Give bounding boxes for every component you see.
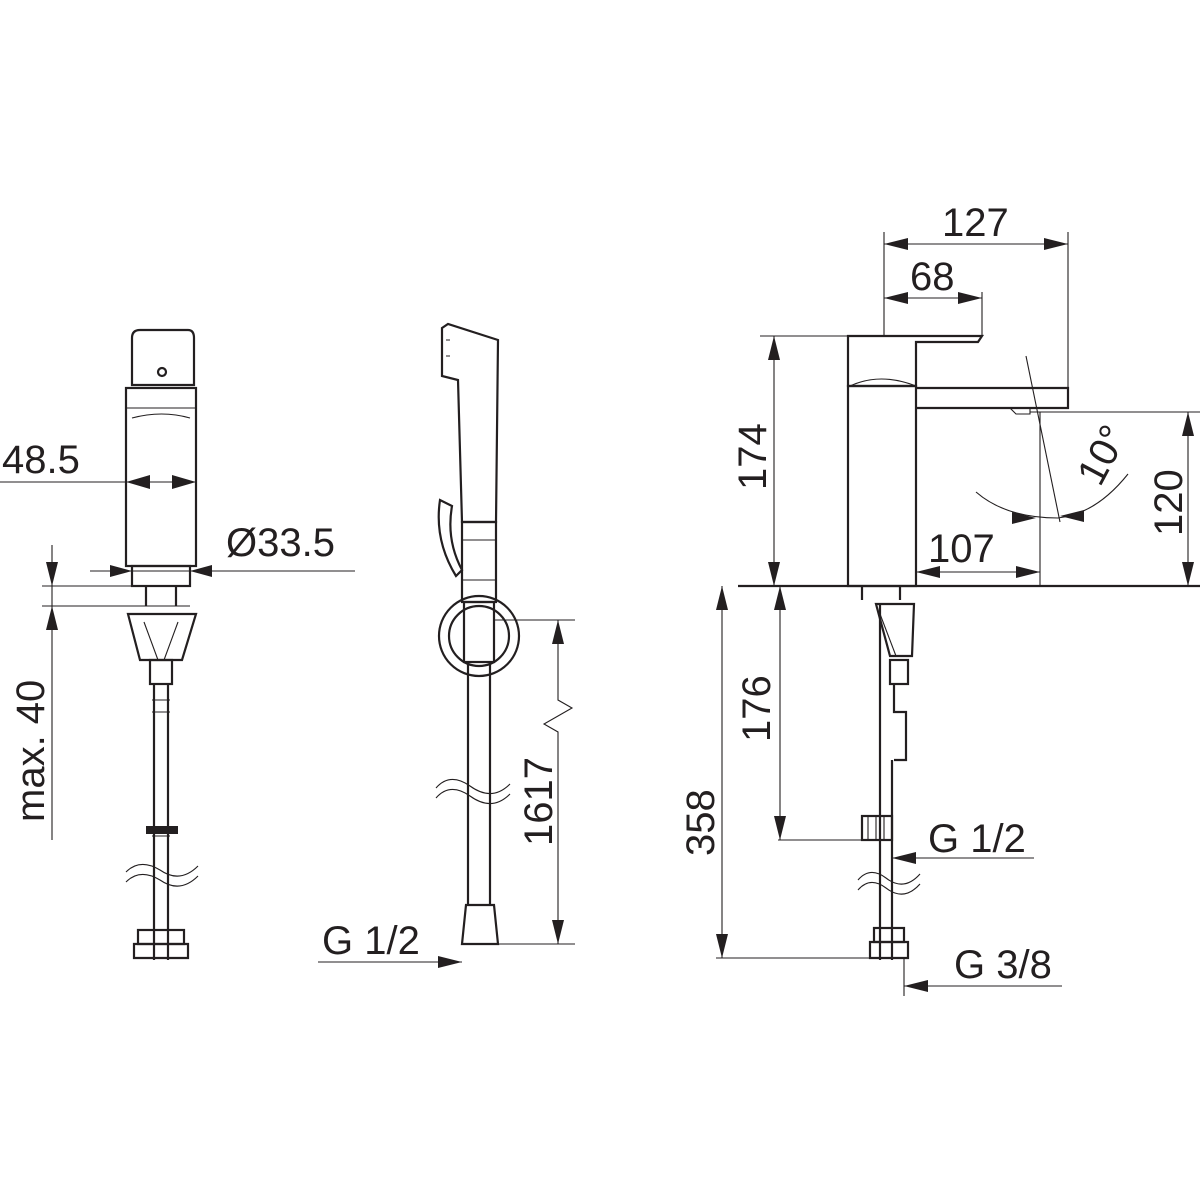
side-spout-reach-label: 107 (928, 527, 995, 571)
front-max-label: max. 40 (9, 680, 53, 822)
side-inlet-thread-label: G 1/2 (928, 817, 1026, 861)
front-view-faucet (124, 328, 199, 960)
side-dimension-lines (716, 232, 1200, 996)
side-view-faucet (738, 334, 1200, 960)
front-diameter-label: Ø33.5 (226, 521, 335, 565)
shower-dimension-lines (318, 619, 575, 968)
side-total-depth-label: 127 (942, 201, 1009, 245)
side-spout-angle-label: 10° (1069, 418, 1136, 492)
hand-shower (435, 322, 521, 946)
side-below-deck-label: 176 (735, 675, 779, 742)
side-spout-height-label: 120 (1147, 469, 1191, 536)
shower-hose-length-label: 1617 (517, 757, 561, 846)
front-width-label: 48.5 (2, 438, 80, 482)
front-dimension-lines (0, 475, 355, 840)
side-outlet-thread-label: G 3/8 (954, 943, 1052, 987)
shower-thread-label: G 1/2 (322, 919, 420, 963)
side-total-below-label: 358 (679, 789, 723, 856)
side-handle-depth-label: 68 (910, 255, 955, 299)
side-height-label: 174 (731, 423, 775, 490)
